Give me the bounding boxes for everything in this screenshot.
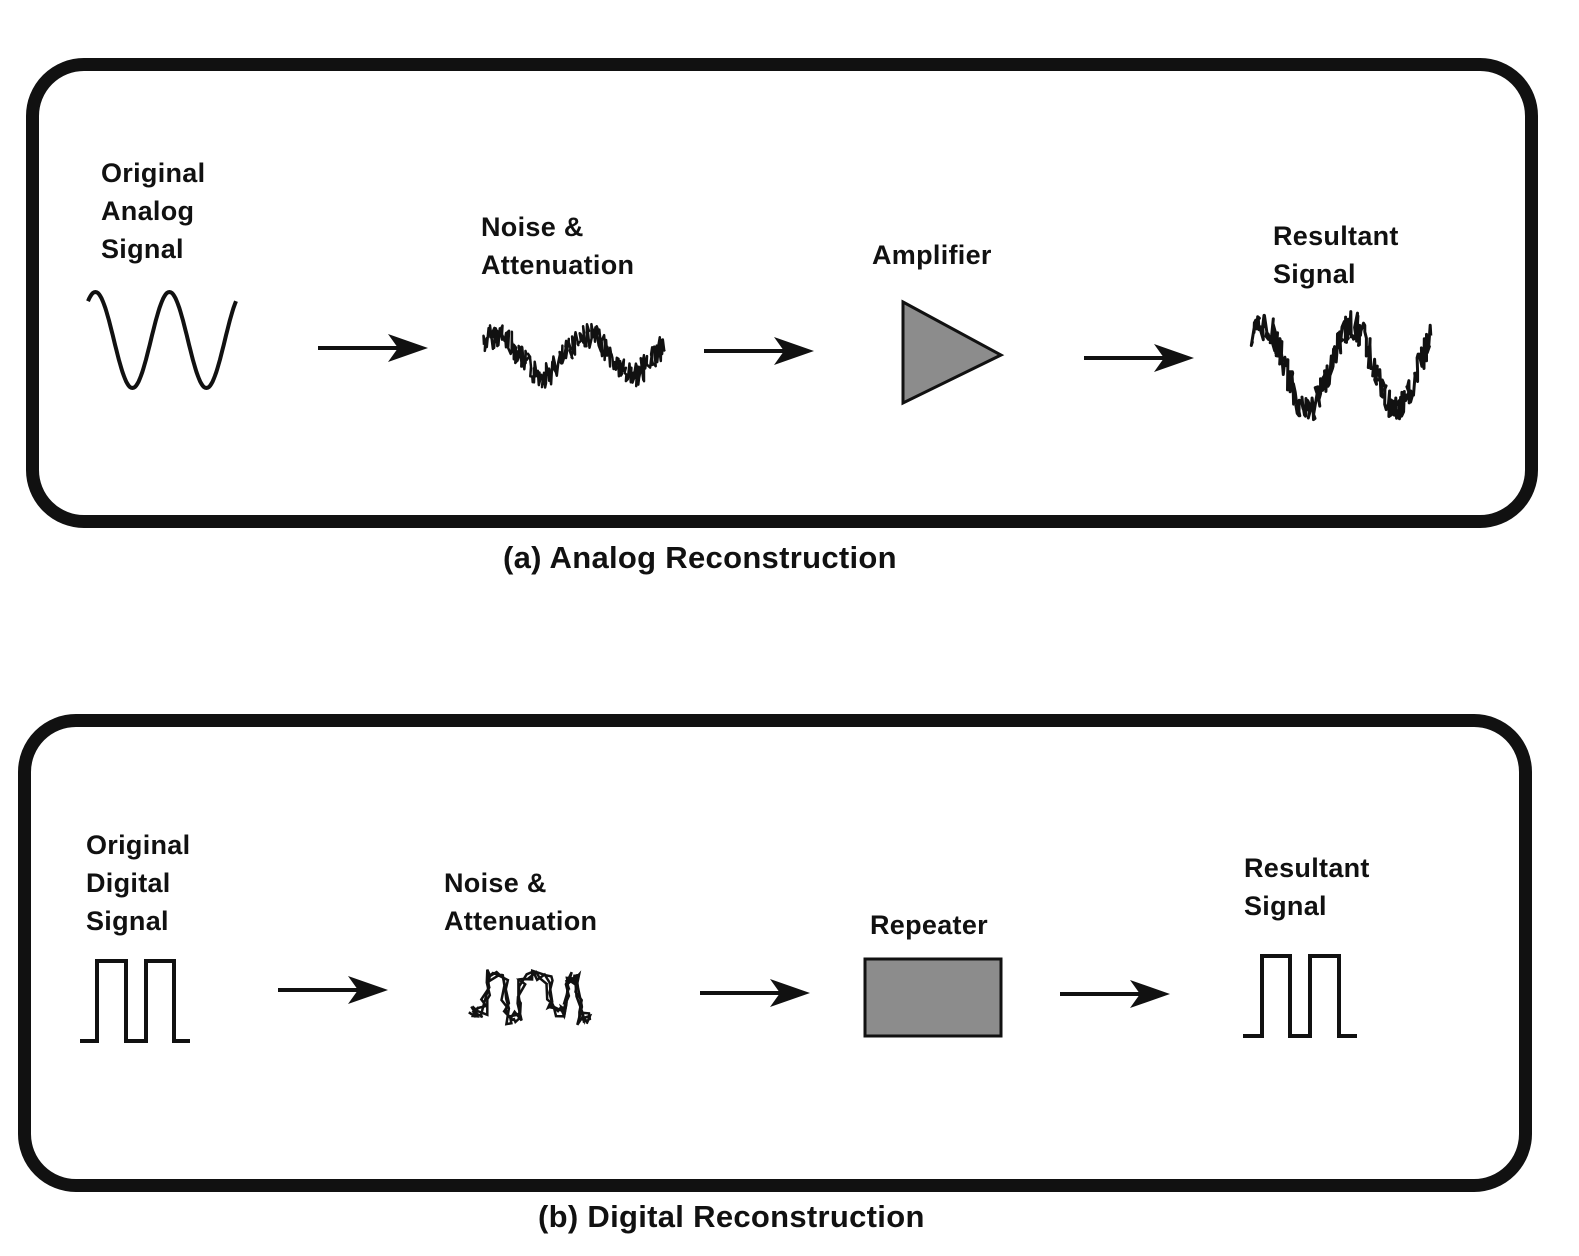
label-line: Noise & [481, 212, 584, 242]
digital-panel [18, 714, 1532, 1192]
label-line: Signal [101, 234, 184, 264]
arrow-icon [278, 976, 388, 1004]
arrow-icon [1084, 344, 1194, 372]
label-line: Original [86, 830, 191, 860]
label-line: Signal [1244, 891, 1327, 921]
label-line: Resultant [1273, 221, 1399, 251]
amplifier-label: Amplifier [872, 240, 992, 270]
digital-caption: (b) Digital Reconstruction [538, 1199, 925, 1234]
label-line: Attenuation [444, 906, 598, 936]
label-line: Digital [86, 868, 171, 898]
arrow-icon [1060, 980, 1170, 1008]
label-line: Noise & [444, 868, 547, 898]
digital-result-label: Resultant Signal [1244, 849, 1370, 925]
label-line: Signal [86, 906, 169, 936]
noise-trace [482, 322, 666, 389]
label-line: Signal [1273, 259, 1356, 289]
label-line: Original [101, 158, 206, 188]
analog-panel [26, 58, 1538, 528]
analog-noise-label: Noise & Attenuation [481, 208, 634, 284]
square-wave-icon [80, 959, 190, 1043]
noise-trace [468, 969, 592, 1021]
noisy-sine-wave-icon [482, 322, 666, 389]
sine-wave-icon [86, 289, 238, 391]
square-wave-icon [1243, 954, 1357, 1038]
analog-original-label: Original Analog Signal [101, 154, 205, 268]
repeater-box-icon [863, 957, 1003, 1038]
label-line: Attenuation [481, 250, 635, 280]
arrow-icon [318, 334, 428, 362]
noise-trace [1249, 310, 1433, 422]
noisy-sine-wave-icon [1249, 310, 1433, 422]
noisy-square-wave-icon [468, 968, 593, 1026]
analog-caption: (a) Analog Reconstruction [503, 540, 897, 575]
arrow-icon [704, 337, 814, 365]
label-line: Resultant [1244, 853, 1370, 883]
arrow-icon [700, 979, 810, 1007]
repeater-label: Repeater [870, 910, 988, 940]
digital-noise-label: Noise & Attenuation [444, 864, 597, 940]
digital-original-label: Original Digital Signal [86, 826, 190, 940]
label-line: Analog [101, 196, 195, 226]
amplifier-triangle-icon [901, 299, 1005, 406]
analog-result-label: Resultant Signal [1273, 217, 1399, 293]
